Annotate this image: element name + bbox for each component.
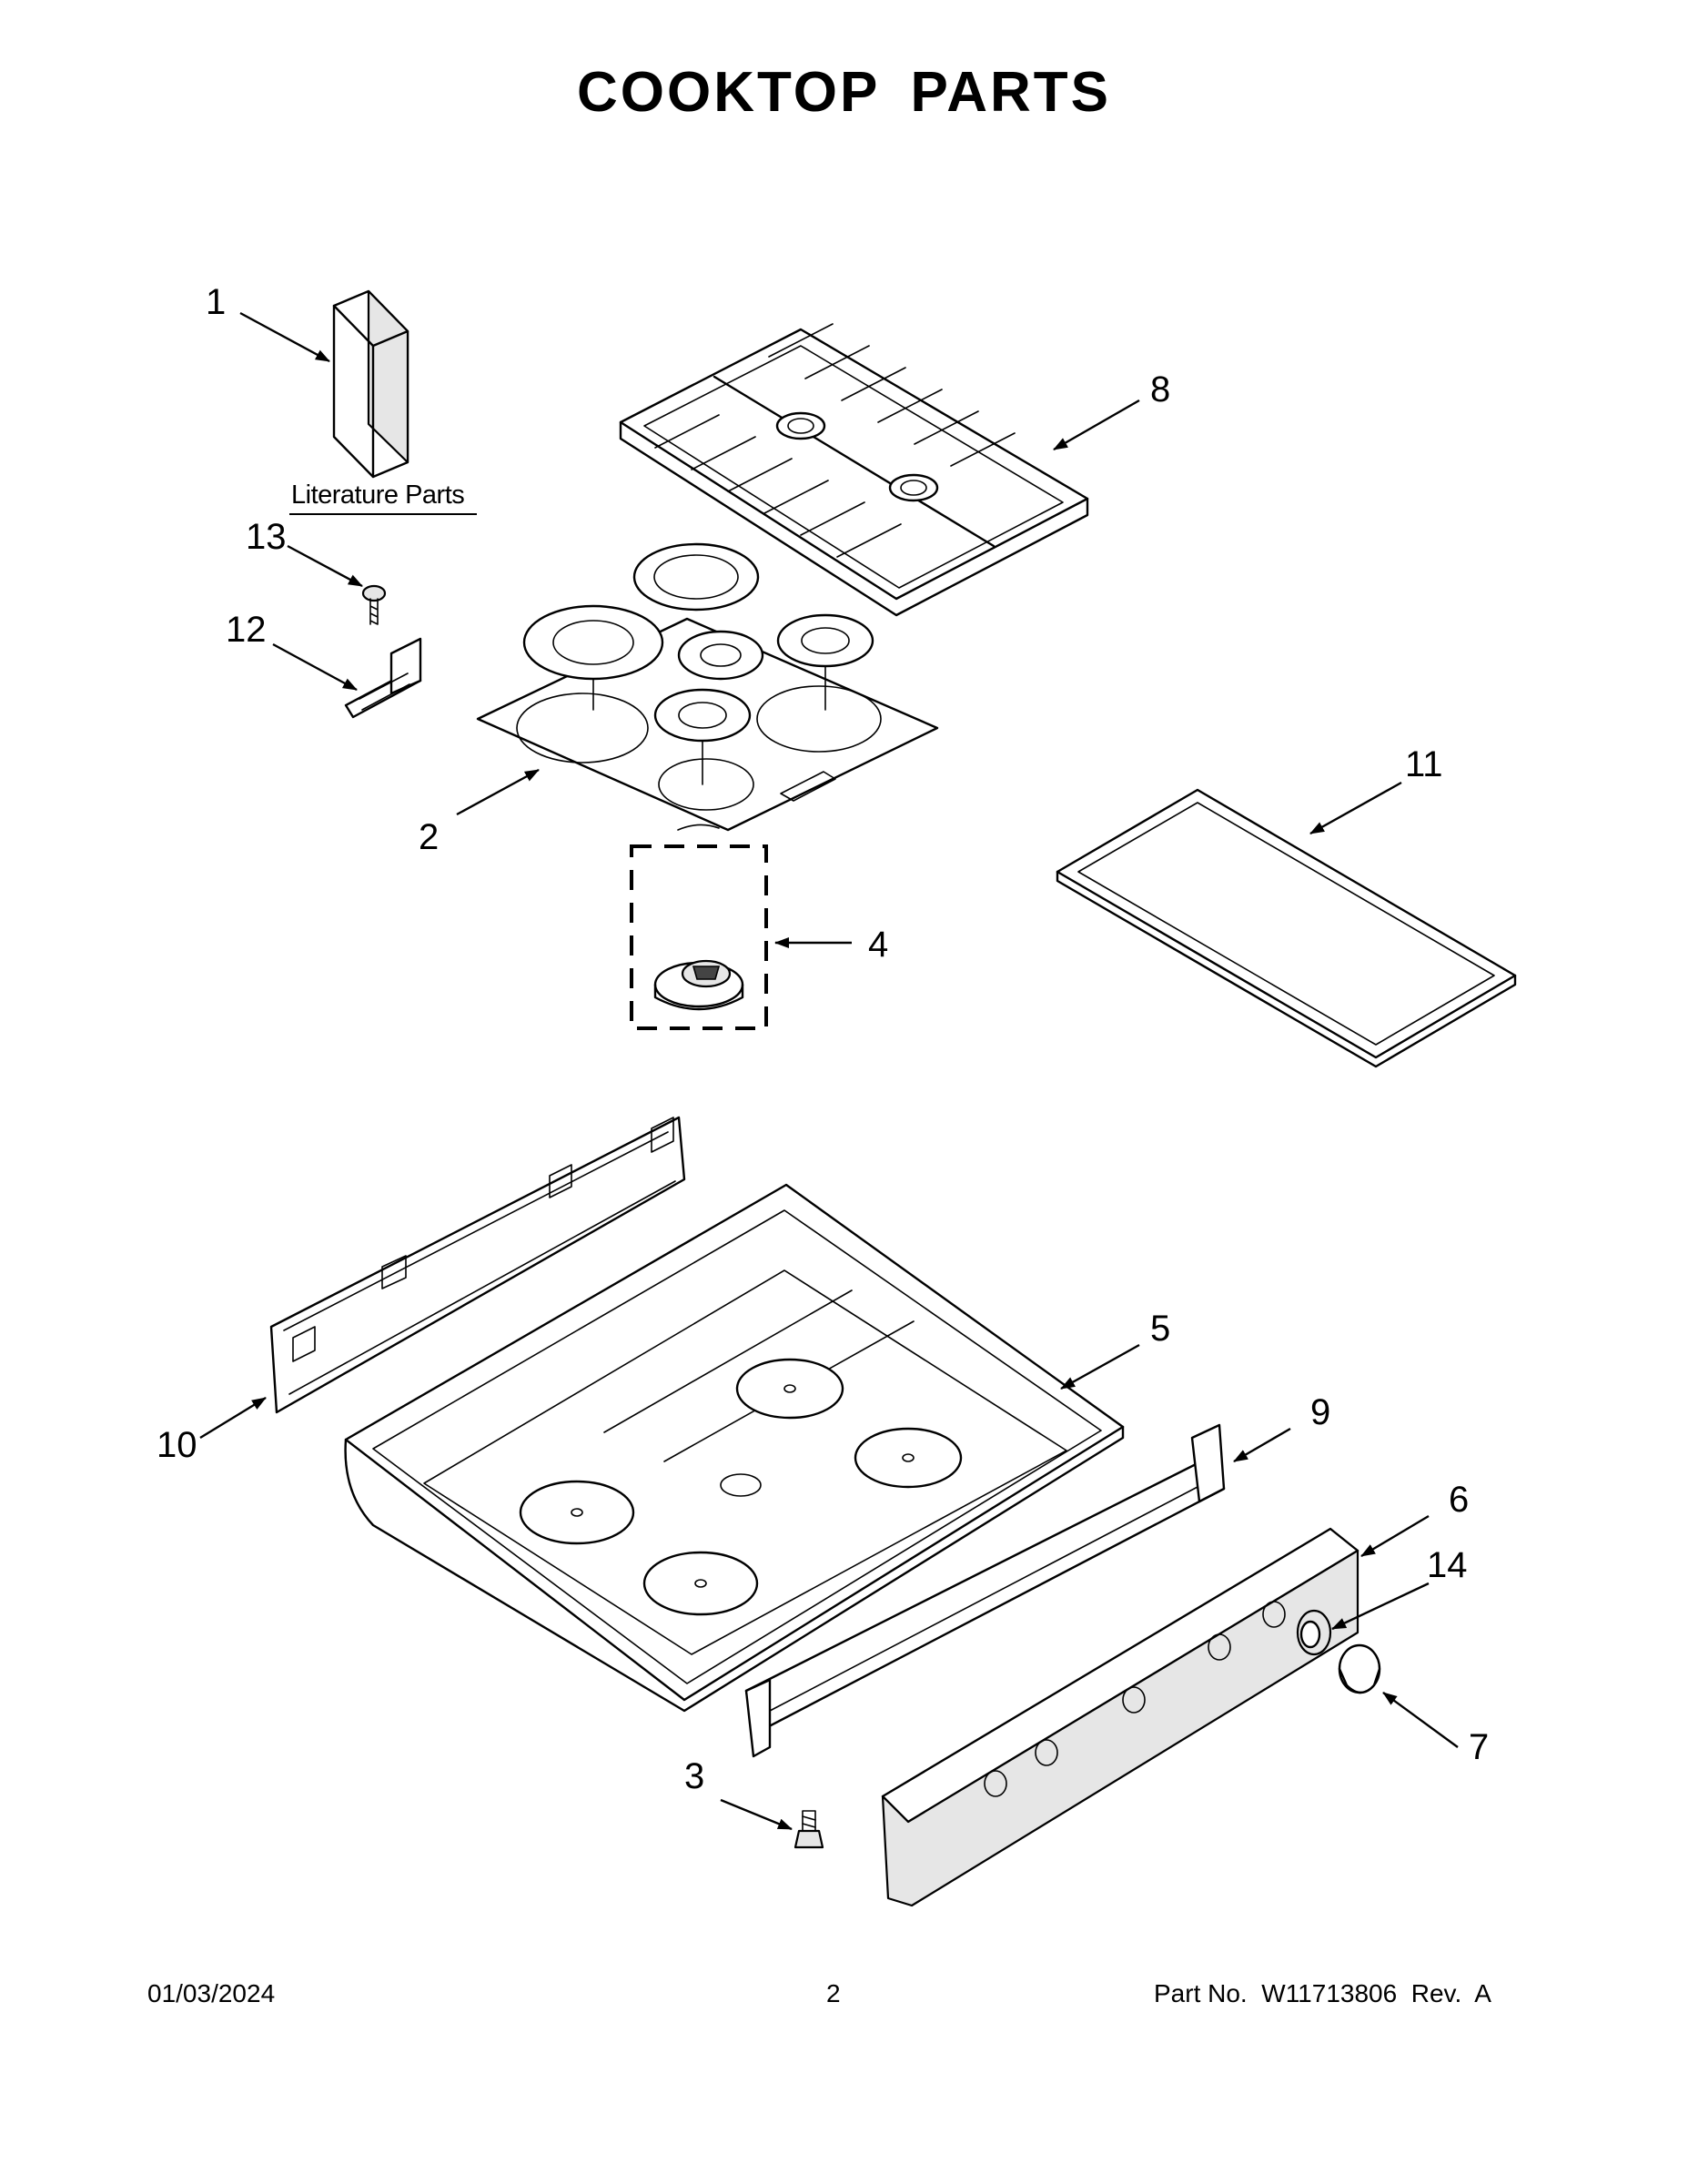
leader-8 [1053, 399, 1140, 451]
footer-date: 01/03/2024 [147, 1979, 276, 2007]
leader-12 [272, 642, 358, 692]
leader-2 [456, 768, 540, 816]
leader-11 [1309, 781, 1402, 835]
footer-page-number: 2 [826, 1979, 841, 2007]
bracket-part [344, 637, 422, 719]
burner-base-part [630, 844, 768, 1030]
burner-grate-part [619, 323, 1089, 617]
screw-part [361, 584, 387, 625]
literature-parts-underline [289, 513, 477, 515]
callout-2: 2 [419, 817, 440, 857]
callout-5: 5 [1150, 1309, 1171, 1349]
front-rail-part [744, 1423, 1226, 1758]
leader-9 [1233, 1427, 1291, 1463]
literature-booklet-part [332, 289, 409, 479]
leader-13 [287, 544, 363, 588]
leader-14 [1331, 1582, 1430, 1631]
burner-caps-part [476, 542, 939, 832]
callout-12: 12 [226, 610, 267, 650]
control-panel-part [881, 1527, 1359, 1907]
knob-bezel-part [1296, 1609, 1332, 1656]
leader-10 [199, 1396, 267, 1440]
callout-11: 11 [1405, 744, 1443, 784]
screw-3-part [793, 1810, 824, 1849]
callout-1: 1 [206, 282, 227, 322]
leader-1 [239, 311, 330, 363]
rear-panel-part [269, 1116, 686, 1414]
literature-parts-label: Literature Parts [291, 480, 465, 510]
leader-6 [1360, 1514, 1430, 1558]
callout-10: 10 [157, 1425, 197, 1465]
callout-7: 7 [1469, 1727, 1490, 1767]
leader-3 [720, 1798, 793, 1831]
leader-5 [1060, 1343, 1140, 1390]
callout-14: 14 [1427, 1545, 1468, 1585]
page-title: COOKTOP PARTS [577, 61, 1111, 124]
griddle-part [1056, 788, 1517, 1068]
leader-7 [1382, 1692, 1459, 1748]
callout-3: 3 [684, 1756, 705, 1796]
callout-8: 8 [1150, 369, 1171, 410]
footer-part-number: Part No. W11713806 Rev. A [1154, 1979, 1491, 2007]
callout-4: 4 [868, 925, 889, 965]
main-top-part [344, 1183, 1125, 1713]
callout-6: 6 [1449, 1480, 1470, 1520]
callout-9: 9 [1310, 1392, 1331, 1432]
control-knob-part [1338, 1643, 1381, 1694]
callout-13: 13 [246, 517, 287, 557]
